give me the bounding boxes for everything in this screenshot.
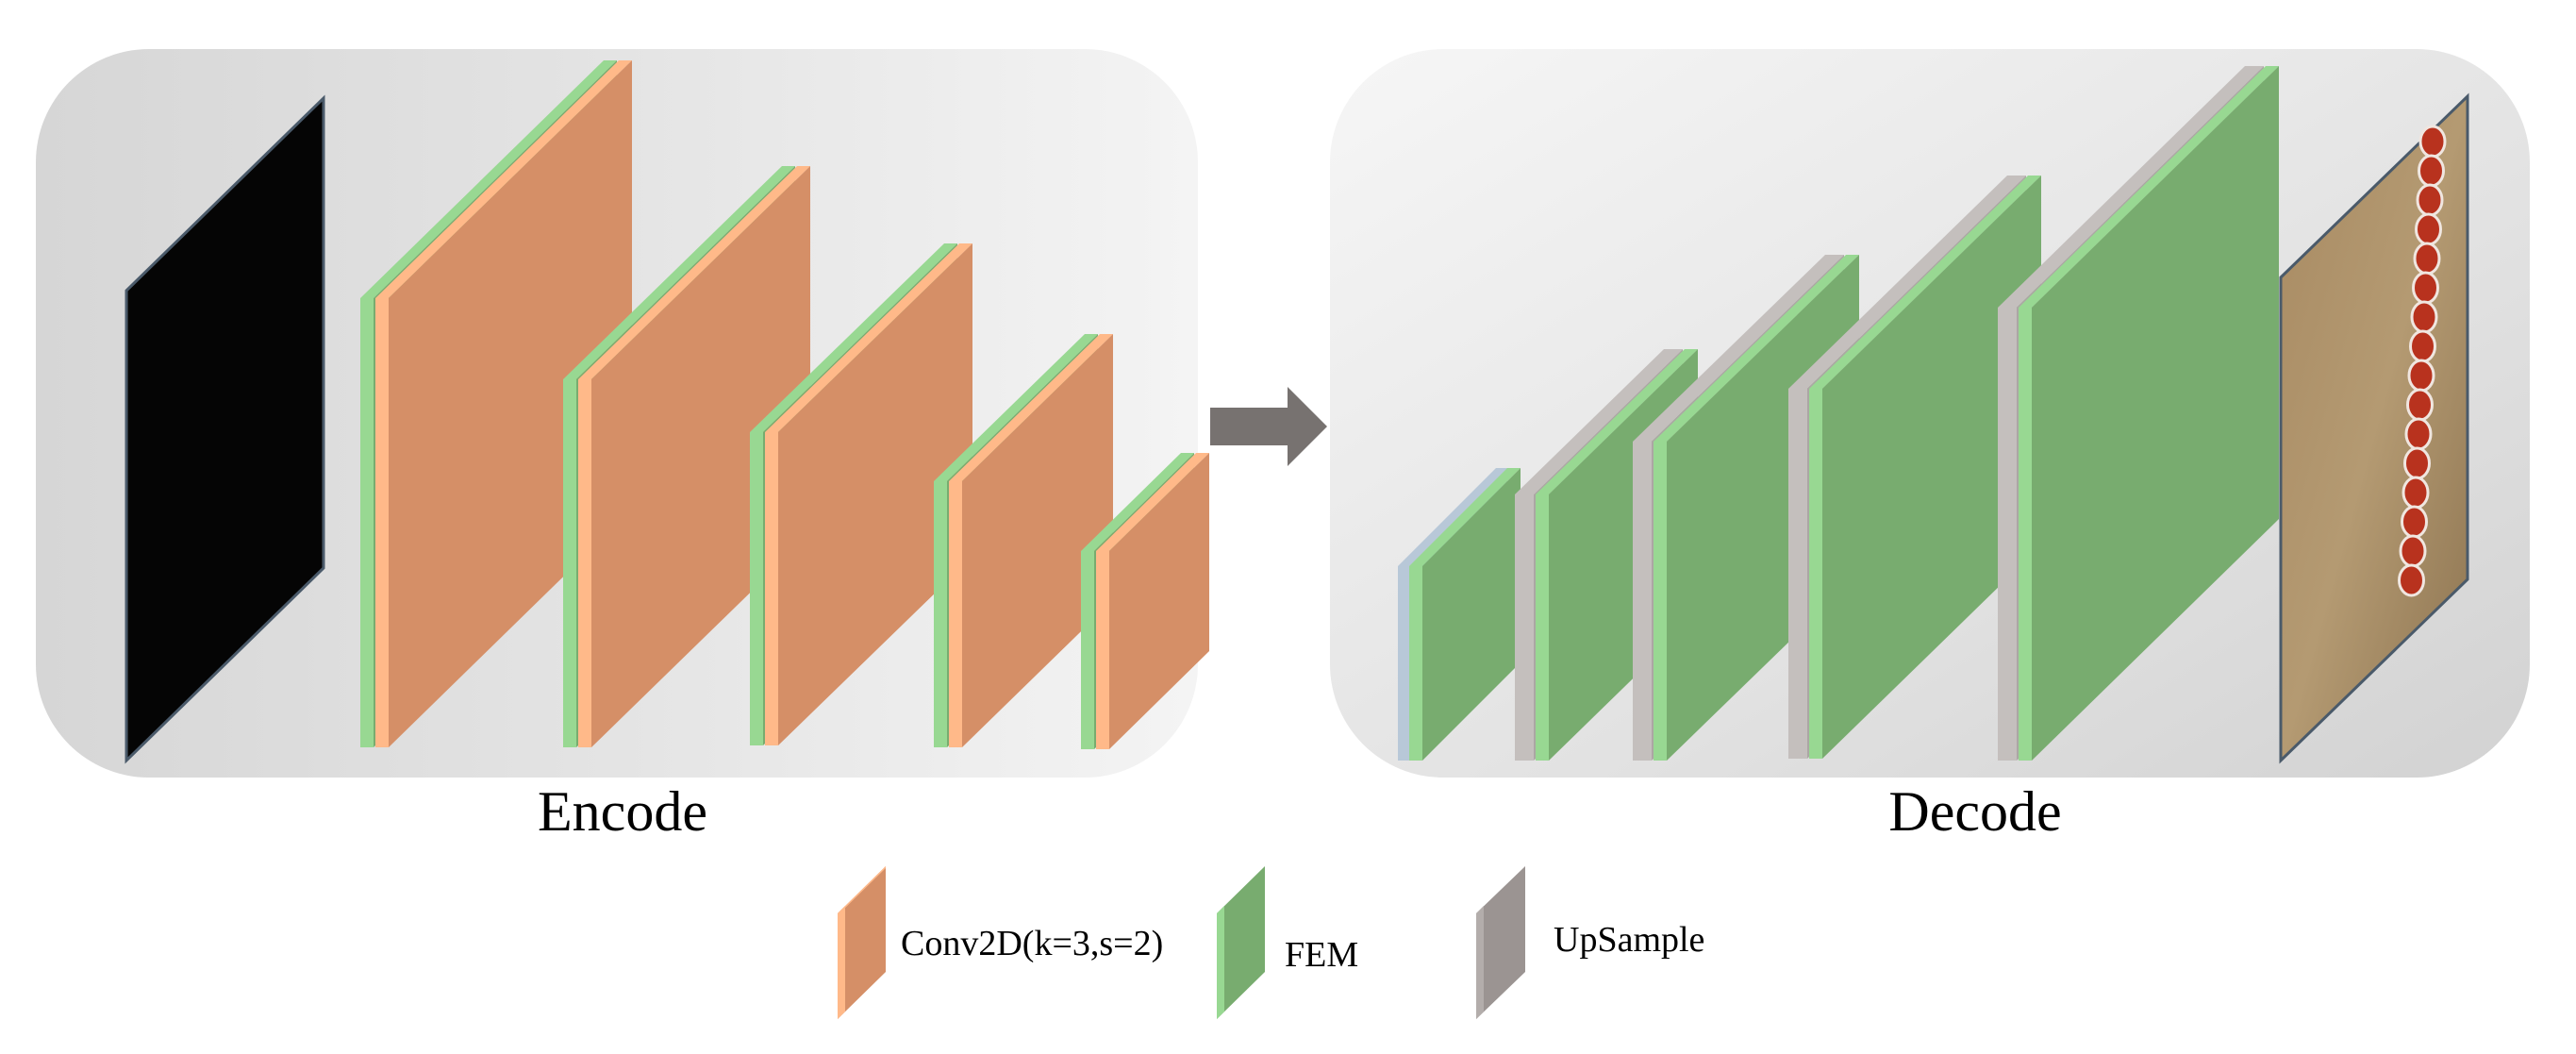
insulator-disc (2416, 183, 2444, 217)
encoder-conv-1-top (375, 60, 632, 298)
decoder-fem-2-edge (1536, 494, 1549, 761)
decoder-upsample-2-top (1515, 349, 1683, 494)
encoder-conv-3-face (778, 243, 972, 745)
insulator-disc (2398, 563, 2425, 597)
insulator-disc (2418, 125, 2447, 159)
decoder-blocks (1398, 66, 2279, 761)
insulator-disc (2406, 388, 2434, 422)
insulator-disc (2418, 154, 2445, 188)
insulator-disc (2415, 212, 2442, 246)
input-image (125, 94, 325, 764)
decoder-fem-5-face (2032, 66, 2279, 761)
legend-upsample-swatch (1476, 866, 1525, 1019)
insulator-disc (2410, 300, 2438, 334)
legend-conv-label: Conv2D(k=3,s=2) (901, 924, 1163, 963)
legend-fem-swatch (1217, 866, 1265, 1019)
decoder-fem-5-top (2019, 66, 2279, 308)
encoder-conv-1-edge (375, 298, 389, 747)
legend-conv-swatch (838, 866, 886, 1019)
encoder-conv-2-top (578, 166, 810, 379)
encoder-conv-4-face (962, 334, 1113, 747)
decoder-upsample-3-top (1633, 255, 1844, 442)
encoder-conv-3-top (765, 243, 972, 432)
insulator-disc (2401, 505, 2428, 539)
encoder-fem-1-edge (360, 298, 374, 747)
encoder-fem-2-edge (563, 379, 576, 747)
encoder-conv-2-edge (578, 379, 591, 747)
insulator-disc (2399, 534, 2427, 568)
decode-label: Decode (1888, 780, 2061, 843)
output-image (2279, 92, 2469, 764)
insulator-disc (2409, 329, 2436, 363)
encoder-fem-3-edge (750, 432, 763, 745)
decoder-upsample-3-edge (1633, 442, 1652, 761)
encoder-conv-1-face (389, 60, 632, 747)
decoder-upsample-2-edge (1515, 494, 1534, 761)
encoder-fem-1-top (360, 60, 617, 298)
decoder-fem-4-top (1809, 176, 2041, 389)
encoder-conv-4-top (949, 334, 1113, 481)
decoder-fem-2-top (1536, 349, 1698, 494)
decoder-fem-3-edge (1654, 442, 1667, 761)
encoder-conv-5-top (1096, 453, 1209, 551)
encoder-fem-5-top (1081, 453, 1194, 551)
legend-upsample-label: UpSample (1554, 920, 1704, 960)
encode-to-decode-arrow (1210, 387, 1327, 466)
encoder-fem-3-top (750, 243, 957, 432)
insulator-disc (2403, 446, 2431, 480)
insulator-disc (2412, 271, 2439, 305)
legend: Conv2D(k=3,s=2) FEM UpSample (838, 866, 1704, 1019)
encoder-fem-5-edge (1081, 551, 1094, 749)
encoder-conv-5-face (1109, 453, 1209, 749)
encode-label: Encode (538, 780, 707, 843)
decoder-fem-3-top (1654, 255, 1859, 442)
encoder-conv-4-edge (949, 481, 962, 747)
decoder-fem-4-face (1822, 176, 2041, 759)
decoder-input-1-edge (1398, 566, 1409, 761)
decoder-input-1-top (1398, 468, 1507, 566)
decoder-upsample-5-edge (1998, 308, 2017, 761)
legend-fem-label: FEM (1285, 935, 1358, 975)
decoder-upsample-5-top (1998, 66, 2264, 308)
encoder-conv-3-edge (765, 432, 778, 745)
encoder-fem-4-top (934, 334, 1098, 481)
insulator-disc (2413, 242, 2441, 276)
decoder-fem-4-edge (1809, 389, 1822, 759)
insulator-disc (2401, 476, 2430, 510)
encoder-conv-5-edge (1096, 551, 1109, 749)
decoder-fem-1-face (1422, 468, 1521, 761)
insulator-disc (2407, 359, 2435, 393)
insulator-chain (2398, 125, 2447, 597)
encoder-conv-2-face (591, 166, 810, 747)
encoder-fem-4-edge (934, 481, 947, 747)
decoder-fem-1-edge (1409, 566, 1422, 761)
decoder-upsample-4-top (1788, 176, 2026, 389)
decoder-fem-5-edge (2019, 308, 2032, 761)
encoder-fem-2-top (563, 166, 795, 379)
decoder-upsample-4-edge (1788, 389, 1807, 759)
insulator-disc (2404, 417, 2433, 451)
decoder-fem-1-top (1409, 468, 1521, 566)
encoder-blocks (360, 60, 1209, 749)
